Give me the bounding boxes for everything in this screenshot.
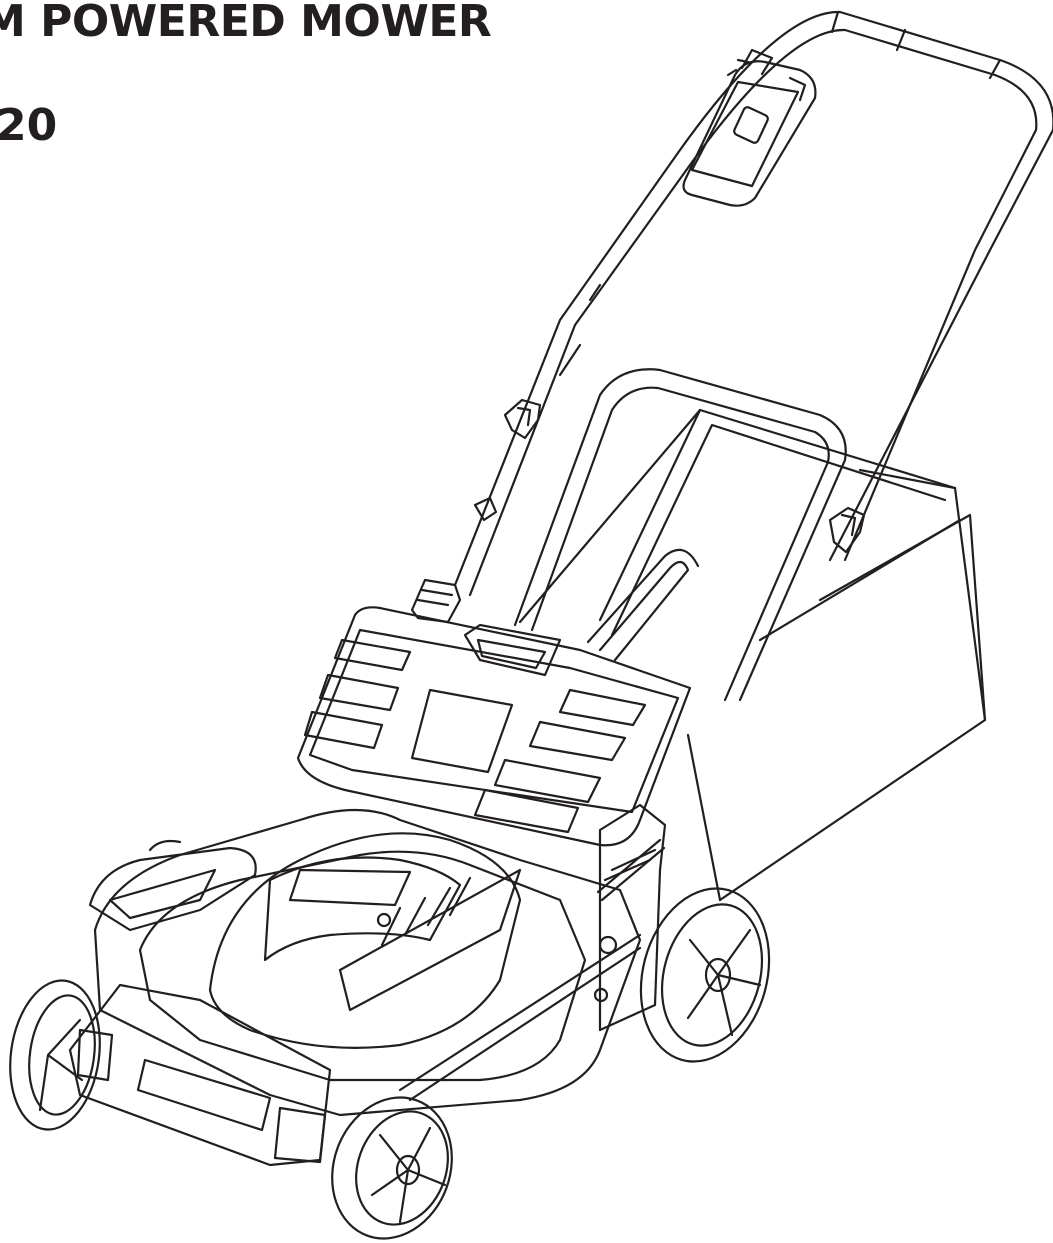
adjust-rod <box>398 933 642 1102</box>
rear-wheel-right <box>639 887 771 1063</box>
handle-knob-left <box>503 398 542 440</box>
height-adjust-bracket <box>593 803 667 1032</box>
battery-cover <box>296 606 692 847</box>
handle-knob-right <box>828 506 866 554</box>
front-bumper <box>68 983 332 1167</box>
switch-box <box>682 48 817 207</box>
upper-handle <box>453 10 1053 597</box>
mower-deck <box>93 808 642 1117</box>
handle-bolt <box>473 496 498 522</box>
product-title: M POWERED MOWER <box>0 0 492 47</box>
grass-catcher <box>518 408 987 902</box>
catcher-frame <box>586 548 700 662</box>
front-wheel-left <box>9 979 101 1131</box>
lower-handle <box>513 283 847 702</box>
model-number: 20 <box>0 100 58 151</box>
side-discharge <box>88 839 257 932</box>
battery-pack <box>410 578 462 624</box>
front-wheel-right <box>331 1096 453 1240</box>
